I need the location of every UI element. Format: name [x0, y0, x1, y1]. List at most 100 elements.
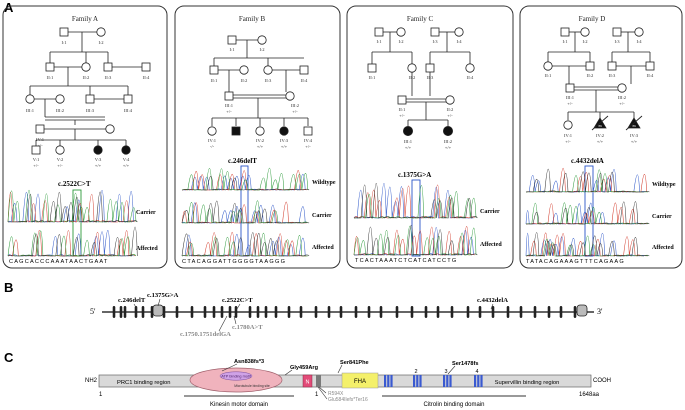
exon-15: [248, 306, 252, 318]
gene-5prime: 5': [90, 307, 96, 316]
geno-a-v4: +/+: [123, 163, 130, 168]
label-b-ii2: II:2: [241, 78, 248, 83]
label-a-iv1: IV:1: [36, 137, 45, 142]
kinesin-domain-label: Kinesin motor domain: [210, 402, 268, 408]
var-gly459: Gly459Arg: [290, 365, 319, 371]
family-b-box: [174, 5, 341, 269]
geno-d-iii2: +/-: [619, 101, 625, 106]
panel-c-letter: C: [4, 350, 14, 365]
label-d-i3: I:3: [614, 39, 620, 44]
label-d-i1: I:1: [562, 39, 568, 44]
family-d-sequence: TATACAGAAAGTTTCAGAAG: [526, 259, 625, 265]
trace-7-3: [525, 168, 650, 193]
label-c-iii1: III:1: [404, 139, 413, 144]
label-d-iv2: IV:2: [596, 133, 605, 138]
geno-a-v1: +/-: [33, 163, 39, 168]
exon-21: [314, 306, 318, 318]
geno-b-iv2: +/+: [257, 144, 264, 149]
variant-leaders: [133, 298, 494, 332]
exon-19: [287, 306, 291, 318]
trace-8-2: [525, 202, 649, 225]
label-b-iii2: III:2: [291, 103, 300, 108]
trace-0-1: [7, 191, 135, 223]
coiled-segment: [316, 375, 321, 387]
family-d-track-wildtype: Wildtype: [652, 182, 676, 188]
family-b-track-wildtype: Wildtype: [312, 180, 336, 186]
label-d-i4: I:4: [636, 39, 642, 44]
exon-25: [367, 306, 371, 318]
var-ser1478: Ser1478fs: [452, 361, 478, 367]
exon-39: [559, 306, 563, 318]
family-d-title: Family D: [579, 15, 606, 23]
lattice-bar-2-2: [416, 375, 419, 387]
label-b-iv4: IV:4: [304, 138, 313, 143]
n-box: [302, 374, 313, 388]
exon-17: [264, 306, 268, 318]
geno-d-iii1: +/-: [567, 101, 573, 106]
geno-d-iv2: +/+: [597, 139, 604, 144]
family-c-sequence: TCACTAAATCTCATCATCCTG: [355, 258, 457, 264]
trace-5-3: [353, 182, 478, 219]
trace-3-3: [181, 200, 310, 224]
exon-track: [112, 304, 588, 318]
lattice-label-3: 3: [444, 369, 447, 375]
trace-6-3: [353, 224, 478, 256]
gene-3prime: 3': [597, 307, 603, 316]
family-a-mutation: c.2522C>T: [58, 180, 91, 188]
variant-246delT: c.246delT: [118, 297, 146, 304]
exon-32: [466, 306, 470, 318]
microtubule-label: Microtubule binding site: [234, 384, 270, 388]
label-c-ii4-top: II:4: [467, 75, 474, 80]
lattice-label-2: 2: [414, 369, 417, 375]
lattice-bar-1-3: [390, 375, 393, 387]
trace-5-0: [353, 182, 474, 220]
family-c-track-carrier: Carrier: [480, 209, 500, 215]
trace-1-3: [7, 226, 138, 257]
geno-d-iv3: +/+: [631, 139, 638, 144]
var-asn838: Asn838fs*3: [234, 359, 264, 365]
exon-1: [112, 306, 116, 318]
family-b-pedigree: Family B I:1 I:2 II:1 II:2 II:3 II:4 III…: [207, 15, 313, 149]
label-b-iv1: IV:1: [208, 138, 217, 143]
trace-2-0: [181, 173, 306, 191]
exon-13: [228, 306, 232, 318]
trace-5-2: [353, 185, 477, 219]
label-b-ii1: II:1: [211, 78, 218, 83]
label-a-v3: V:3: [95, 157, 102, 162]
atp-motif-label: ATP binding motif: [221, 375, 252, 379]
geno-b-iv3: +/+: [281, 144, 288, 149]
trace-9-1: [525, 232, 647, 257]
label-a-ii3: II:3: [105, 75, 112, 80]
var-glu584: Glu584Ilefs*Ter16: [328, 397, 368, 403]
exon-10: [203, 306, 207, 318]
fha-domain: [341, 372, 379, 389]
exon-35: [506, 306, 510, 318]
label-a-iii4: III:4: [124, 108, 133, 113]
family-b-track-affected: Affected: [312, 245, 334, 251]
label-b-iii1: III:1: [225, 103, 234, 108]
exon-30: [436, 306, 440, 318]
protein-variant-leaders: [221, 363, 456, 400]
label-a-v1: V:1: [33, 157, 40, 162]
geno-c-ii2: +/-: [447, 113, 453, 118]
exon-14: [234, 306, 238, 318]
family-c-track-affected: Affected: [480, 242, 502, 248]
trace-0-2: [7, 189, 137, 223]
var-ser841: Ser841Phe: [340, 360, 369, 366]
trace-1-2: [7, 230, 137, 257]
trace-0-3: [7, 191, 138, 223]
label-d-iii2: III:2: [618, 95, 627, 100]
family-a-title: Family A: [72, 15, 98, 23]
geno-b-iv4: +/-: [305, 144, 311, 149]
n-box-label: N: [306, 380, 310, 386]
exon-29: [424, 306, 428, 318]
trace-9-2: [525, 235, 649, 257]
lattice-bar-4-2: [477, 375, 480, 387]
variant-2522CT: c.2522C>T: [222, 297, 253, 304]
exon-11: [212, 306, 216, 318]
label-b-ii3: II:3: [265, 78, 272, 83]
family-d-track-affected: Affected: [652, 245, 674, 251]
family-a-pedigree: Family A I:1 I:2 II:1 II:2 II:3 II:4 III…: [25, 15, 151, 168]
exon-38: [547, 306, 551, 318]
geno-a-v2: +/-: [57, 163, 63, 168]
